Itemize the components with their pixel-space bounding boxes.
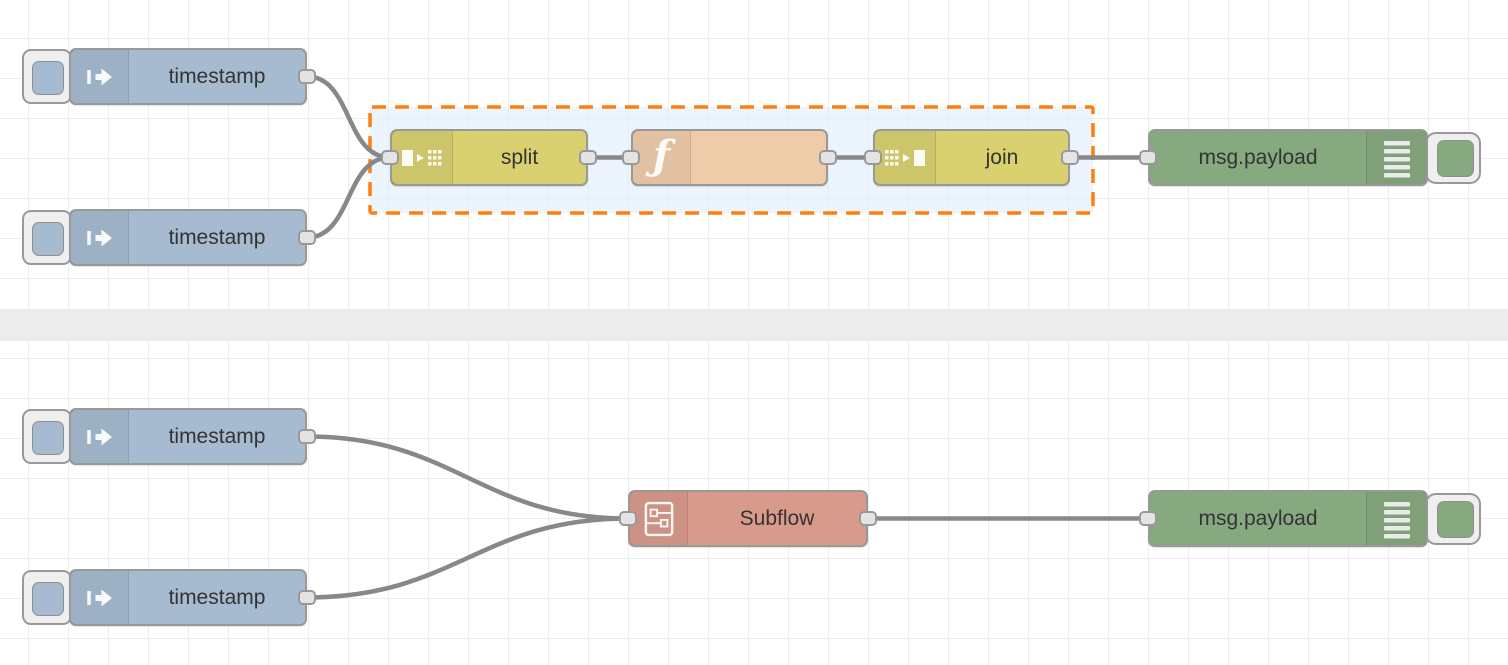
wire-inject-bottom-1-to-subflow[interactable]: [304, 434, 631, 521]
debug-node-bottom[interactable]: msg.payload: [1148, 490, 1428, 547]
split-icon: [392, 131, 453, 184]
port-in-debug-bottom[interactable]: [1139, 511, 1157, 526]
node-label: join: [985, 145, 1019, 169]
port-out-split[interactable]: [579, 150, 597, 165]
wire-inject-top-1-to-split[interactable]: [304, 74, 393, 160]
node-label: timestamp: [168, 225, 266, 249]
debug-toggle-button-bottom[interactable]: [1425, 493, 1481, 545]
wire-inject-top-2-to-split[interactable]: [304, 155, 393, 240]
debug-toggle-pad: [1437, 140, 1474, 177]
node-label: timestamp: [168, 424, 266, 448]
port-in-join[interactable]: [864, 150, 882, 165]
inject-button-bottom-1[interactable]: [22, 409, 72, 464]
subflow-node[interactable]: Subflow: [628, 490, 868, 547]
node-label: msg.payload: [1198, 506, 1318, 530]
port-out-inject-top-1[interactable]: [298, 69, 316, 84]
function-node[interactable]: ƒ: [631, 129, 828, 186]
node-label: split: [500, 145, 539, 169]
debug-node-top[interactable]: msg.payload: [1148, 129, 1428, 186]
inject-button-pad: [32, 421, 64, 455]
node-label: [691, 131, 826, 184]
debug-list-icon: [1366, 492, 1426, 545]
wire-inject-bottom-2-to-subflow[interactable]: [304, 516, 631, 600]
inject-button-pad: [32, 582, 64, 616]
inject-arrow-icon: [71, 50, 129, 103]
inject-node-top-2[interactable]: timestamp: [69, 209, 307, 266]
port-out-inject-bottom-2[interactable]: [298, 590, 316, 605]
split-node[interactable]: split: [390, 129, 588, 186]
port-out-inject-bottom-1[interactable]: [298, 429, 316, 444]
flow-section-divider: [0, 309, 1508, 341]
inject-arrow-icon: [71, 211, 129, 264]
inject-node-bottom-1[interactable]: timestamp: [69, 408, 307, 465]
port-in-subflow[interactable]: [619, 511, 637, 526]
subflow-icon: [630, 492, 688, 545]
node-label: timestamp: [168, 585, 266, 609]
inject-button-pad: [32, 222, 64, 256]
port-in-split[interactable]: [381, 150, 399, 165]
node-label: msg.payload: [1198, 145, 1318, 169]
inject-button-top-2[interactable]: [22, 210, 72, 265]
inject-arrow-icon: [71, 571, 129, 624]
inject-node-top-1[interactable]: timestamp: [69, 48, 307, 105]
inject-node-bottom-2[interactable]: timestamp: [69, 569, 307, 626]
join-node[interactable]: join: [873, 129, 1070, 186]
port-in-debug-top[interactable]: [1139, 150, 1157, 165]
debug-toggle-pad: [1437, 501, 1474, 538]
function-f-icon: ƒ: [633, 131, 691, 184]
join-icon: [875, 131, 936, 184]
inject-button-bottom-2[interactable]: [22, 570, 72, 625]
debug-list-icon: [1366, 131, 1426, 184]
function-glyph: ƒ: [652, 131, 671, 179]
port-in-function[interactable]: [622, 150, 640, 165]
debug-toggle-button-top[interactable]: [1425, 132, 1481, 184]
port-out-inject-top-2[interactable]: [298, 230, 316, 245]
node-label: timestamp: [168, 64, 266, 88]
inject-arrow-icon: [71, 410, 129, 463]
port-out-subflow[interactable]: [859, 511, 877, 526]
port-out-function[interactable]: [819, 150, 837, 165]
inject-button-pad: [32, 61, 64, 95]
port-out-join[interactable]: [1061, 150, 1079, 165]
inject-button-top-1[interactable]: [22, 49, 72, 104]
node-label: Subflow: [739, 506, 815, 530]
